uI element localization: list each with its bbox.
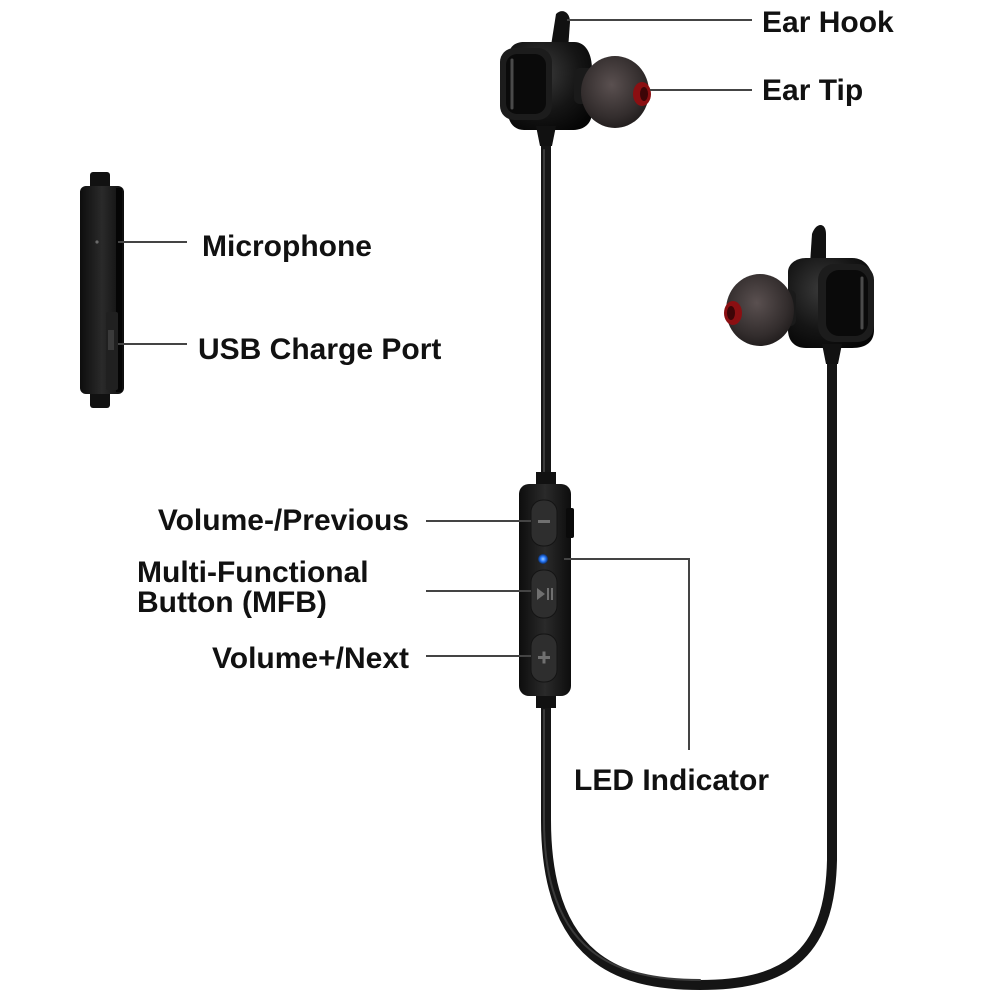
inline-remote [519,472,574,708]
leader-led [564,558,690,750]
leader-lines [118,19,752,750]
label-volume-next: Volume+/Next [212,642,409,675]
cable [541,135,837,991]
label-mfb-line1: Multi-Functional [137,556,369,589]
volume-minus-button[interactable] [530,499,558,547]
label-ear-tip: Ear Tip [762,74,863,107]
led-indicator [538,554,548,564]
left-earbud [500,11,651,146]
ear-tip [581,56,651,128]
minus-icon [538,520,550,523]
right-earbud [724,225,874,364]
label-volume-previous: Volume-/Previous [158,504,409,537]
right-ear-tip [724,274,794,346]
label-microphone: Microphone [202,230,372,263]
battery-module [80,172,124,408]
ear-hook-fin [550,11,570,52]
microphone-hole [95,240,99,244]
label-usb-charge-port: USB Charge Port [198,333,441,366]
volume-plus-button[interactable] [530,633,558,683]
plus-icon [538,651,550,664]
label-led-indicator: LED Indicator [574,764,769,797]
multi-function-button[interactable] [530,569,558,619]
label-mfb-line2: Button (MFB) [137,586,327,619]
usb-port [106,312,118,390]
play-pause-icon [537,588,553,600]
label-ear-hook: Ear Hook [762,6,894,39]
